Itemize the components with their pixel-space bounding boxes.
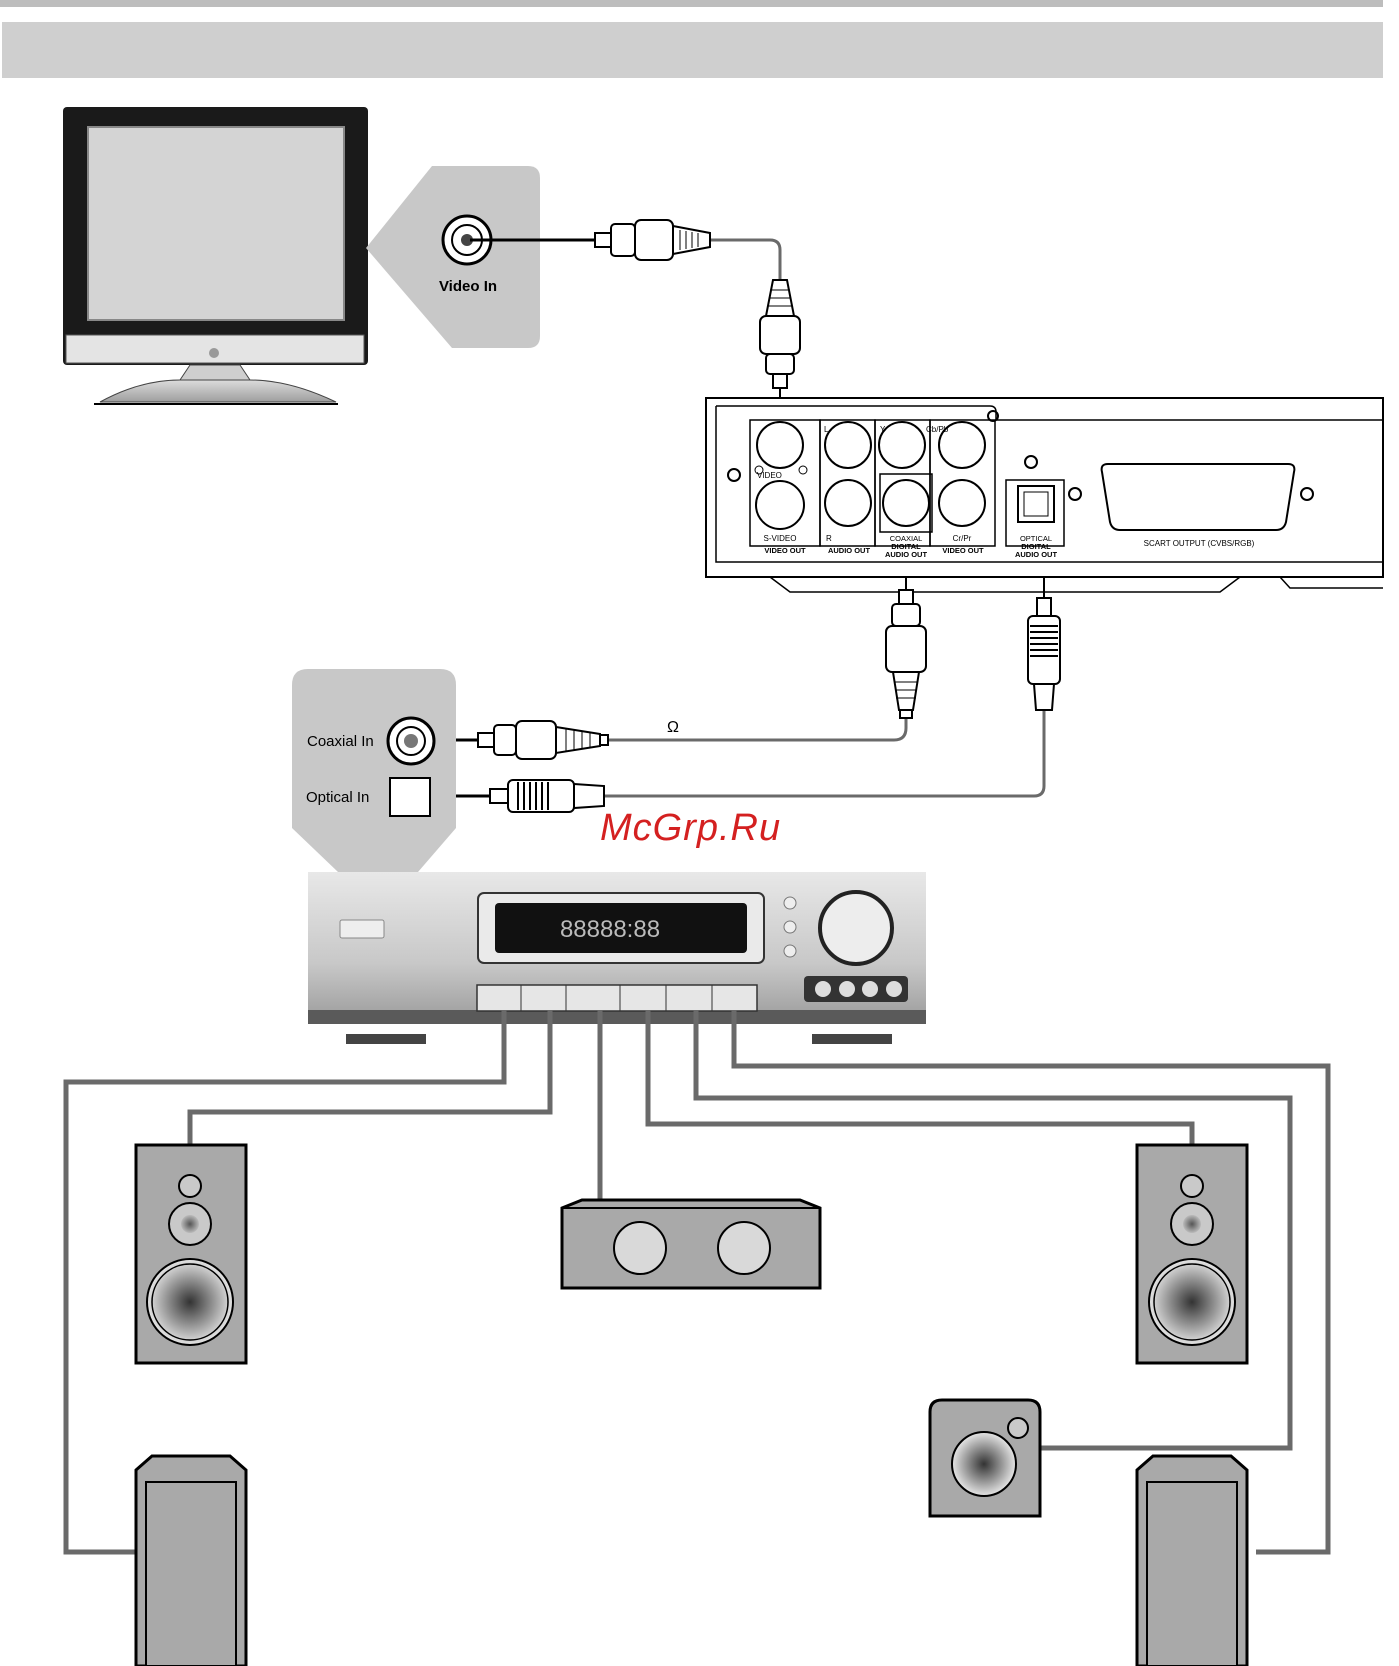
y-jack [879, 422, 925, 468]
top-rule [0, 0, 1383, 7]
video-in-label: Video In [439, 278, 497, 295]
receiver-input-callout: Coaxial In Optical In [292, 669, 456, 872]
optical-in-jack [390, 778, 430, 816]
omega-label: Ω [667, 719, 679, 736]
label-video: VIDEO [757, 471, 782, 480]
audio-r-jack [825, 480, 871, 526]
rear-right-speaker [1137, 1456, 1247, 1666]
optical-in-label: Optical In [306, 789, 369, 806]
center-speaker [562, 1200, 820, 1288]
front-right-speaker [1137, 1145, 1247, 1363]
scart-connector [1102, 464, 1295, 530]
optical-plug-horizontal [490, 780, 604, 812]
label-audio-out: AUDIO OUT [828, 546, 871, 555]
coaxial-rca-plug-vertical [886, 590, 926, 718]
dvd-player-back-panel: L R Y Cb/Pb Cr/Pr VIDEO S-VIDEO VIDEO OU… [706, 398, 1383, 592]
label-video-out-2: VIDEO OUT [942, 546, 984, 555]
label-r: R [826, 534, 832, 543]
audio-l-jack [825, 422, 871, 468]
front-left-speaker [136, 1145, 246, 1363]
coaxial-out-jack [883, 480, 929, 526]
television [63, 107, 368, 404]
s-video-jack [756, 481, 804, 529]
volume-knob [820, 892, 892, 964]
subwoofer [930, 1400, 1040, 1516]
optical-out-jack [1018, 486, 1054, 522]
header-bar [2, 22, 1383, 78]
video-rca-plug-horizontal [595, 220, 710, 260]
label-cb-pb: Cb/Pb [926, 425, 949, 434]
video-in-callout: Video In [366, 166, 540, 348]
rear-left-speaker [136, 1456, 246, 1666]
video-out-jack [757, 422, 803, 468]
watermark: McGrp.Ru [600, 807, 781, 849]
label-coaxial-3: AUDIO OUT [885, 550, 928, 559]
video-rca-plug-vertical [760, 280, 800, 388]
coaxial-rca-plug-horizontal [478, 721, 608, 759]
label-cr-pr: Cr/Pr [953, 534, 972, 543]
cr-pr-jack [939, 480, 985, 526]
label-scart: SCART OUTPUT (CVBS/RGB) [1144, 539, 1255, 548]
label-y: Y [880, 425, 886, 434]
label-l: L [824, 425, 829, 434]
label-optical-3: AUDIO OUT [1015, 550, 1058, 559]
av-receiver: 88888:88 [308, 872, 926, 1044]
label-video-out-1: VIDEO OUT [764, 546, 806, 555]
optical-plug-vertical [1028, 598, 1060, 710]
receiver-display-text: 88888:88 [560, 916, 660, 943]
coaxial-in-label: Coaxial In [307, 733, 374, 750]
label-s-video: S-VIDEO [764, 534, 797, 543]
